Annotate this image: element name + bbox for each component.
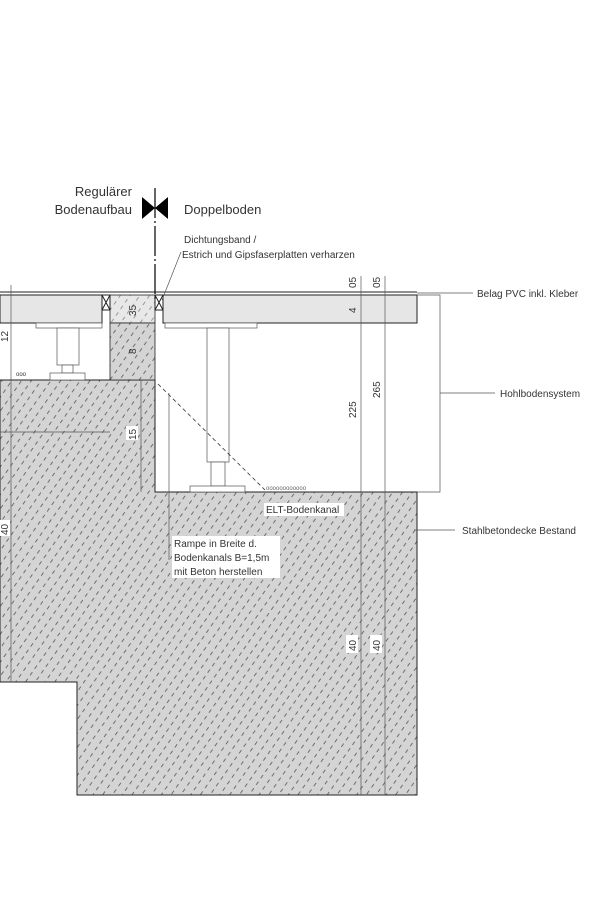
concrete-slab bbox=[0, 379, 418, 796]
left-pedestal bbox=[35, 322, 103, 381]
dim-265: 265 bbox=[372, 381, 383, 398]
seal-leader bbox=[161, 251, 182, 301]
seal-note-2: Estrich und Gipsfaserplatten verharzen bbox=[182, 250, 355, 261]
dim-4: 4 bbox=[348, 307, 359, 313]
dim-8: 8 bbox=[128, 348, 139, 354]
dim-40-left: 40 bbox=[0, 523, 11, 535]
screed-infill-lower bbox=[109, 322, 156, 381]
seal-tape-left bbox=[101, 294, 111, 311]
legend-regular-2: Bodenaufbau bbox=[55, 202, 132, 217]
raised-floor-pedestal bbox=[164, 322, 258, 493]
dim-40a: 40 bbox=[348, 639, 359, 651]
ramp-note-3: mit Beton herstellen bbox=[174, 567, 262, 578]
dim-35: 35 bbox=[128, 304, 139, 316]
seal-tape-right bbox=[154, 294, 164, 311]
cable-bundle-icon: oooooooooooo bbox=[266, 486, 307, 492]
seal-note-1: Dichtungsband / bbox=[184, 235, 256, 246]
dim-40b: 40 bbox=[372, 639, 383, 651]
ramp-note-2: Bodenkanals B=1,5m bbox=[174, 553, 269, 564]
legend-regular-1: Regulärer bbox=[75, 184, 133, 199]
dim-12: 12 bbox=[0, 330, 11, 342]
regular-floor-board bbox=[0, 294, 103, 324]
covering-label: Belag PVC inkl. Kleber bbox=[477, 289, 579, 300]
channel-label: ELT-Bodenkanal bbox=[266, 505, 339, 516]
slab-label: Stahlbetondecke Bestand bbox=[462, 526, 576, 537]
raised-floor-board bbox=[162, 294, 418, 324]
dim-05b: 05 bbox=[372, 276, 383, 288]
separation-symbol-icon bbox=[142, 197, 168, 219]
ramp-note-1: Rampe in Breite d. bbox=[174, 539, 257, 550]
dim-05a: 05 bbox=[348, 276, 359, 288]
legend-raised-floor: Doppelboden bbox=[184, 202, 261, 217]
dim-15: 15 bbox=[128, 428, 139, 440]
raised-floor-label: Hohlbodensystem bbox=[500, 389, 580, 400]
raised-floor-bracket bbox=[417, 294, 495, 493]
cable-symbol-left: ooo bbox=[16, 372, 27, 378]
dim-225: 225 bbox=[348, 401, 359, 418]
